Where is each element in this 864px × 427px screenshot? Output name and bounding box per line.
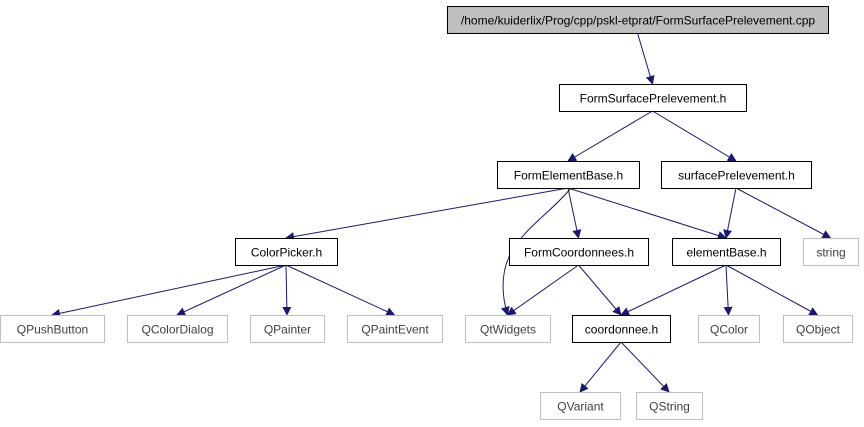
node-fc_h[interactable]: FormCoordonnees.h	[509, 238, 649, 266]
edge-root-to-fsp_h	[637, 32, 655, 85]
node-qcolor: QColor	[698, 315, 760, 343]
node-box	[465, 315, 551, 343]
edge-feb_h-to-eb_h	[567, 187, 727, 240]
node-label: QPaintEvent	[361, 323, 429, 337]
node-fsp_h[interactable]: FormSurfacePrelevement.h	[559, 84, 747, 112]
node-qcolordialog: QColorDialog	[127, 315, 228, 343]
node-label: QtWidgets	[480, 323, 536, 337]
edge-eb_h-to-qobject	[725, 264, 819, 316]
node-label: /home/kuiderlix/Prog/cpp/pskl-etprat/For…	[461, 14, 815, 28]
node-label: QString	[649, 400, 690, 414]
node-box	[235, 238, 338, 266]
node-cp_h[interactable]: ColorPicker.h	[235, 238, 338, 266]
node-box	[497, 161, 640, 189]
node-label: QPushButton	[17, 323, 88, 337]
edge-eb_h-to-qcolor	[723, 264, 733, 316]
node-label: FormSurfacePrelevement.h	[580, 92, 727, 106]
node-feb_h[interactable]: FormElementBase.h	[497, 161, 640, 189]
node-box	[250, 315, 325, 343]
node-label: QColorDialog	[141, 323, 213, 337]
node-eb_h[interactable]: elementBase.h	[672, 238, 781, 266]
edge-cp_h-to-qpainter	[282, 264, 292, 316]
edge-coord_h-to-qstring	[620, 341, 670, 393]
node-box	[698, 315, 760, 343]
node-qvariant: QVariant	[540, 392, 621, 420]
edge-eb_h-to-coord_h	[620, 264, 727, 316]
node-box	[559, 84, 747, 112]
node-label: string	[816, 246, 845, 260]
node-box	[509, 238, 649, 266]
edge-cp_h-to-qpushbutton	[51, 264, 287, 318]
node-qpainter: QPainter	[250, 315, 325, 343]
node-root[interactable]: /home/kuiderlix/Prog/cpp/pskl-etprat/For…	[447, 6, 829, 34]
node-box	[127, 315, 228, 343]
node-box	[447, 6, 829, 34]
edge-fc_h-to-coord_h	[578, 264, 622, 316]
node-label: QPainter	[264, 323, 311, 337]
edge-coord_h-to-qvariant	[579, 341, 622, 393]
node-label: surfacePrelevement.h	[678, 169, 795, 183]
node-box	[0, 315, 105, 343]
node-coord_h[interactable]: coordonnee.h	[572, 315, 671, 343]
edge-fc_h-to-qtwidgets	[506, 264, 579, 316]
node-box	[661, 161, 812, 189]
edge-fsp_h-to-feb_h	[567, 110, 653, 162]
edge-cp_h-to-qcolordialog	[176, 264, 287, 316]
edge-cp_h-to-qpaintevent	[285, 264, 396, 316]
node-label: QVariant	[557, 400, 604, 414]
edge-feb_h-to-fc_h	[567, 187, 582, 239]
edge-sp_h-to-eb_h	[723, 187, 737, 239]
edge-feb_h-to-cp_h	[285, 187, 569, 242]
nodes-layer: /home/kuiderlix/Prog/cpp/pskl-etprat/For…	[0, 6, 859, 420]
node-label: coordonnee.h	[585, 323, 658, 337]
node-box	[540, 392, 621, 420]
node-qtwidgets: QtWidgets	[465, 315, 551, 343]
node-string: string	[803, 238, 859, 266]
node-sp_h[interactable]: surfacePrelevement.h	[661, 161, 812, 189]
node-box	[672, 238, 781, 266]
node-box	[803, 238, 859, 266]
node-label: elementBase.h	[686, 246, 766, 260]
edge-sp_h-to-string	[735, 187, 832, 239]
node-qstring: QString	[636, 392, 703, 420]
node-box	[783, 315, 853, 343]
node-qpushbutton: QPushButton	[0, 315, 105, 343]
node-label: QColor	[710, 323, 748, 337]
node-label: ColorPicker.h	[251, 246, 322, 260]
node-label: FormElementBase.h	[514, 169, 623, 183]
node-label: QObject	[796, 323, 841, 337]
node-label: FormCoordonnees.h	[524, 246, 634, 260]
node-box	[636, 392, 703, 420]
node-qobject: QObject	[783, 315, 853, 343]
node-box	[572, 315, 671, 343]
node-qpaintevent: QPaintEvent	[347, 315, 443, 343]
edge-fsp_h-to-sp_h	[652, 110, 737, 162]
node-box	[347, 315, 443, 343]
